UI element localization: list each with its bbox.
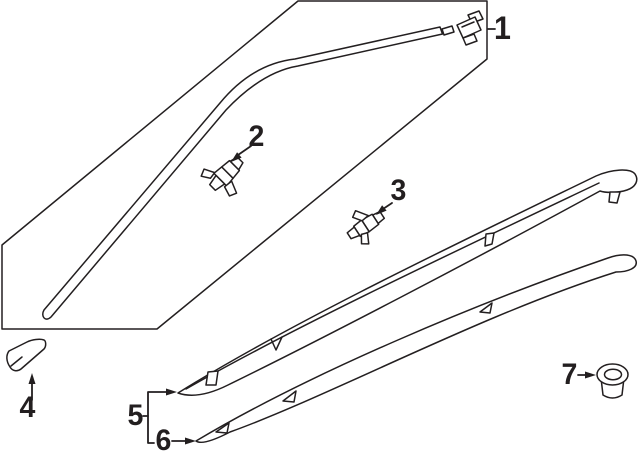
callout-2-label: 2 (248, 120, 265, 153)
callout-6-label: 6 (155, 424, 172, 452)
end-cover (6, 338, 47, 372)
retainer-clip-3 (346, 209, 386, 245)
callout-6-arrowhead (185, 437, 196, 445)
callout-5-arrowhead (166, 388, 177, 396)
callout-7-arrowhead (585, 371, 596, 379)
callout-7-label: 7 (561, 358, 578, 391)
callout-5-label: 5 (127, 399, 144, 432)
callout-3-arrowhead (376, 205, 387, 215)
callout-leaders (28, 28, 596, 445)
retainer-clip-2 (200, 156, 244, 197)
callout-5-bracket (147, 391, 167, 444)
callout-4-arrowhead (28, 373, 36, 384)
callout-3-label: 3 (390, 174, 407, 207)
callout-4-label: 4 (19, 391, 36, 424)
callout-2-arrowhead (231, 152, 242, 162)
pillar-molding (42, 26, 444, 320)
callout-3-arrow-line (382, 202, 393, 210)
callout-2-arrow-line (237, 145, 252, 156)
grommet (596, 363, 629, 399)
molding-end-clip (441, 10, 484, 46)
detail-box (1, 0, 488, 330)
roof-rail-with-molding (177, 169, 638, 396)
roof-rail (195, 254, 637, 444)
callout-1-label: 1 (494, 10, 511, 46)
